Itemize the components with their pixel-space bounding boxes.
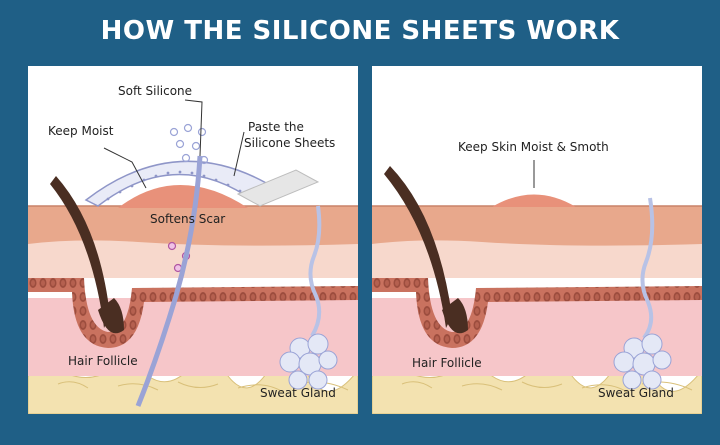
label-hair-follicle: Hair Follicle xyxy=(68,354,138,368)
sweat-duct xyxy=(308,205,322,338)
left-skin-diagram xyxy=(28,99,358,414)
right-panel-diagram: Keep Skin Moist & Smoth Hair Follicle Sw… xyxy=(372,66,702,414)
peeling-sheet xyxy=(236,169,320,207)
sweat-gland-coil xyxy=(279,333,338,390)
smoothed-scar xyxy=(492,194,576,207)
label-hair-follicle: Hair Follicle xyxy=(412,356,482,370)
right-skin-diagram xyxy=(372,160,702,414)
label-sweat-gland: Sweat Gland xyxy=(598,386,674,400)
callout-paste xyxy=(233,131,245,177)
silicone-bubbles xyxy=(169,123,209,165)
label-softens-scar: Softens Scar xyxy=(150,212,226,226)
fat-lobule-lines xyxy=(57,381,349,393)
label-sweat-gland: Sweat Gland xyxy=(260,386,336,400)
fat-lobule-lines xyxy=(401,381,693,393)
hair-bulb xyxy=(442,298,468,334)
basal-cell-layer xyxy=(28,278,358,348)
hair-bulb xyxy=(98,298,124,334)
epidermis xyxy=(372,206,702,246)
left-panel-diagram: Soft Silicone Keep Moist Paste the Silic… xyxy=(28,66,358,414)
basal-cell-layer xyxy=(372,278,702,348)
callout-keep-moist xyxy=(103,147,147,189)
label-keep-skin-moist: Keep Skin Moist & Smoth xyxy=(458,140,609,154)
label-keep-moist: Keep Moist xyxy=(48,124,114,138)
callout-soft-silicone xyxy=(184,99,203,157)
sweat-gland-coil xyxy=(613,333,672,390)
sweat-duct xyxy=(640,197,655,340)
scar-bump xyxy=(118,185,248,208)
nerve-line xyxy=(135,155,203,407)
page-title: HOW THE SILICONE SHEETS WORK xyxy=(100,16,620,46)
label-soft-silicone: Soft Silicone xyxy=(118,84,193,98)
label-paste-line2: Silicone Sheets xyxy=(244,136,336,150)
label-paste-line1: Paste the xyxy=(248,120,304,134)
